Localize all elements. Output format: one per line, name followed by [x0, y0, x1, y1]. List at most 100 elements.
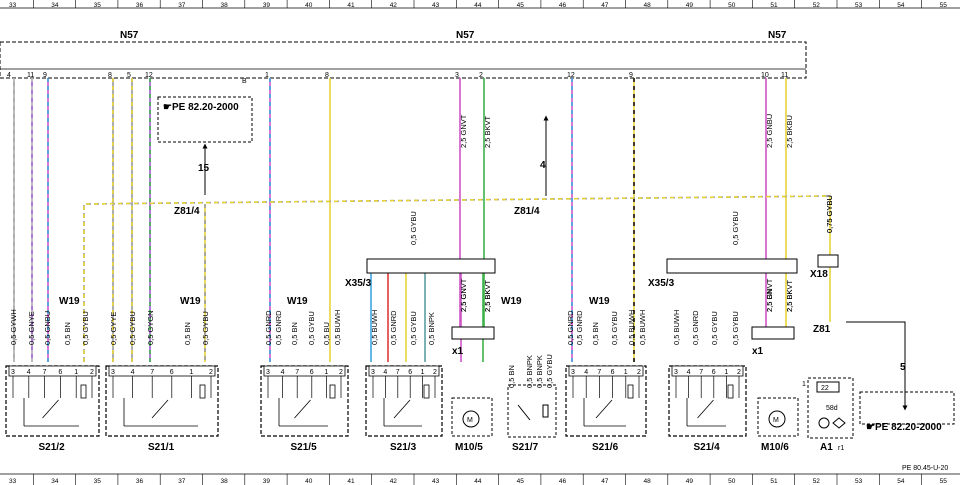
wire-label: 2,5 GNVT [765, 278, 774, 312]
ruler-number-bottom: 34 [51, 478, 59, 485]
switch-pin: 7 [699, 369, 703, 376]
x1-connector-a: x1 [451, 326, 495, 357]
switch-pin: 4 [131, 369, 135, 376]
pe-ref-2: ☛PE 82.20-2000 [866, 422, 942, 433]
n57-pin: 12 [145, 72, 153, 79]
w19-label-b: W19 [180, 296, 201, 307]
ruler-number-bottom: 40 [305, 478, 313, 485]
ruler-number-bottom: 45 [517, 478, 525, 485]
footer-code: PE 80.45-U-20 [902, 465, 948, 472]
ruler-number-top: 48 [644, 2, 652, 9]
switch-pin: 1 [421, 369, 425, 376]
n57-pin: 5 [127, 72, 131, 79]
wire-label: 0,5 BUWH [672, 310, 681, 345]
ruler-number-top: 46 [559, 2, 567, 9]
wire-label: 0,5 GYYE [109, 312, 118, 345]
wire-label: 0,5 BN [591, 322, 600, 345]
switch-pin: 1 [624, 369, 628, 376]
ruler-number-bottom: 35 [94, 478, 102, 485]
ruler-number-top: 37 [178, 2, 186, 9]
ruler-number-bottom: 46 [559, 478, 567, 485]
wire-label: 0,5 GNRD [566, 310, 575, 345]
ruler-number-top: 47 [601, 2, 609, 9]
ruler-number-bottom: 42 [390, 478, 398, 485]
wire-label: 0,5 GYBU [307, 311, 316, 345]
a1-instrument-cluster: 22 1 58d A1 r1 [802, 377, 854, 453]
a1-sub-label: r1 [838, 445, 844, 452]
n57-pin: 9 [629, 72, 633, 79]
n57-control-unit: N57 N57 N57 B [0, 30, 807, 85]
a1-label: A1 [820, 442, 833, 453]
x35-3-label-b: X35/3 [648, 278, 675, 289]
ruler-number-top: 53 [855, 2, 863, 9]
n57-label-a: N57 [120, 30, 139, 41]
switch-s21-3-label: S21/3 [390, 442, 417, 453]
switch-pin: 4 [383, 369, 387, 376]
ruler-number-bottom: 54 [897, 478, 905, 485]
wire-label: 0,5 GYBU [409, 211, 418, 245]
wire-label: 0,5 GYWH [9, 309, 18, 345]
wire-label: 0,5 BUWH [638, 310, 647, 345]
wire-label: 0,5 GYGN [146, 310, 155, 345]
switch-pin: 7 [150, 369, 154, 376]
wire-label: 0,5 GNRD [575, 310, 584, 345]
ruler-number-bottom: 47 [601, 478, 609, 485]
ruler-number-top: 50 [728, 2, 736, 9]
wire-label: 0,5 BNPK [535, 355, 544, 388]
x1-label-b: x1 [752, 346, 764, 357]
n57-label-c: N57 [768, 30, 787, 41]
wire-label: 0,5 GNRD [691, 310, 700, 345]
ruler-number-top: 35 [94, 2, 102, 9]
switch-pin: 6 [310, 369, 314, 376]
switch-pin: 2 [339, 369, 343, 376]
switch-pin: 6 [58, 369, 62, 376]
pe-reference-box-2: ☛PE 82.20-2000 [859, 391, 955, 433]
ruler-number-top: 49 [686, 2, 694, 9]
z81-4-label-b: Z81/4 [514, 206, 540, 217]
wire-label: 0,5 GNRD [264, 310, 273, 345]
wire-label: 0,5 GYBU [731, 311, 740, 345]
arrow-4-label: 4 [540, 160, 546, 171]
ruler-number-bottom: 38 [221, 478, 229, 485]
switch-pin: 1 [724, 369, 728, 376]
switch-s21-5-label: S21/5 [291, 442, 318, 453]
pe-reference-box-1: ☛PE 82.20-2000 [157, 96, 253, 143]
w19-label-e: W19 [589, 296, 610, 307]
ruler-number-bottom: 53 [855, 478, 863, 485]
wire-label: 0,5 GYBU [710, 311, 719, 345]
wire-label: 0,5 BUWH [627, 310, 636, 345]
ruler-number-bottom: 37 [178, 478, 186, 485]
wire-label: 2,5 BK [483, 289, 492, 312]
arrow-5 [846, 321, 908, 411]
x35-3-label-a: X35/3 [345, 278, 372, 289]
ruler-number-top: 39 [263, 2, 271, 9]
ruler-number-bottom: 41 [347, 478, 355, 485]
wire-label: 2,5 BKVT [785, 279, 794, 312]
wire-label: 0,5 BN [290, 322, 299, 345]
switch-pin: 7 [295, 369, 299, 376]
x1-connector-b: x1 [751, 326, 795, 357]
wire-label: 0,5 BN [183, 322, 192, 345]
arrow-15-label: 15 [198, 163, 210, 174]
switch-pin: 3 [571, 369, 575, 376]
w19-label-c: W19 [287, 296, 308, 307]
x1-label-a: x1 [452, 346, 464, 357]
wire-label: 0,5 GYBU [201, 311, 210, 345]
w19-label-a: W19 [59, 296, 80, 307]
n57-pin: 8 [325, 72, 329, 79]
switch-pin: 6 [170, 369, 174, 376]
ruler-number-top: 40 [305, 2, 313, 9]
a1-pin-22: 22 [821, 385, 829, 392]
n57-pin: 10 [761, 72, 769, 79]
switch-s21-1-label: S21/1 [148, 442, 175, 453]
switch-pin: 4 [281, 369, 285, 376]
wire-label: 0,5 BNPK [427, 312, 436, 345]
s21-7-label: S21/7 [512, 442, 539, 453]
wire-label: 2,5 BN [765, 289, 774, 312]
wire-label: 0,5 BN [507, 365, 516, 388]
ruler-number-top: 43 [432, 2, 440, 9]
wire-label: 2,5 GN [459, 288, 468, 312]
arrow-5-label: 5 [900, 362, 906, 373]
